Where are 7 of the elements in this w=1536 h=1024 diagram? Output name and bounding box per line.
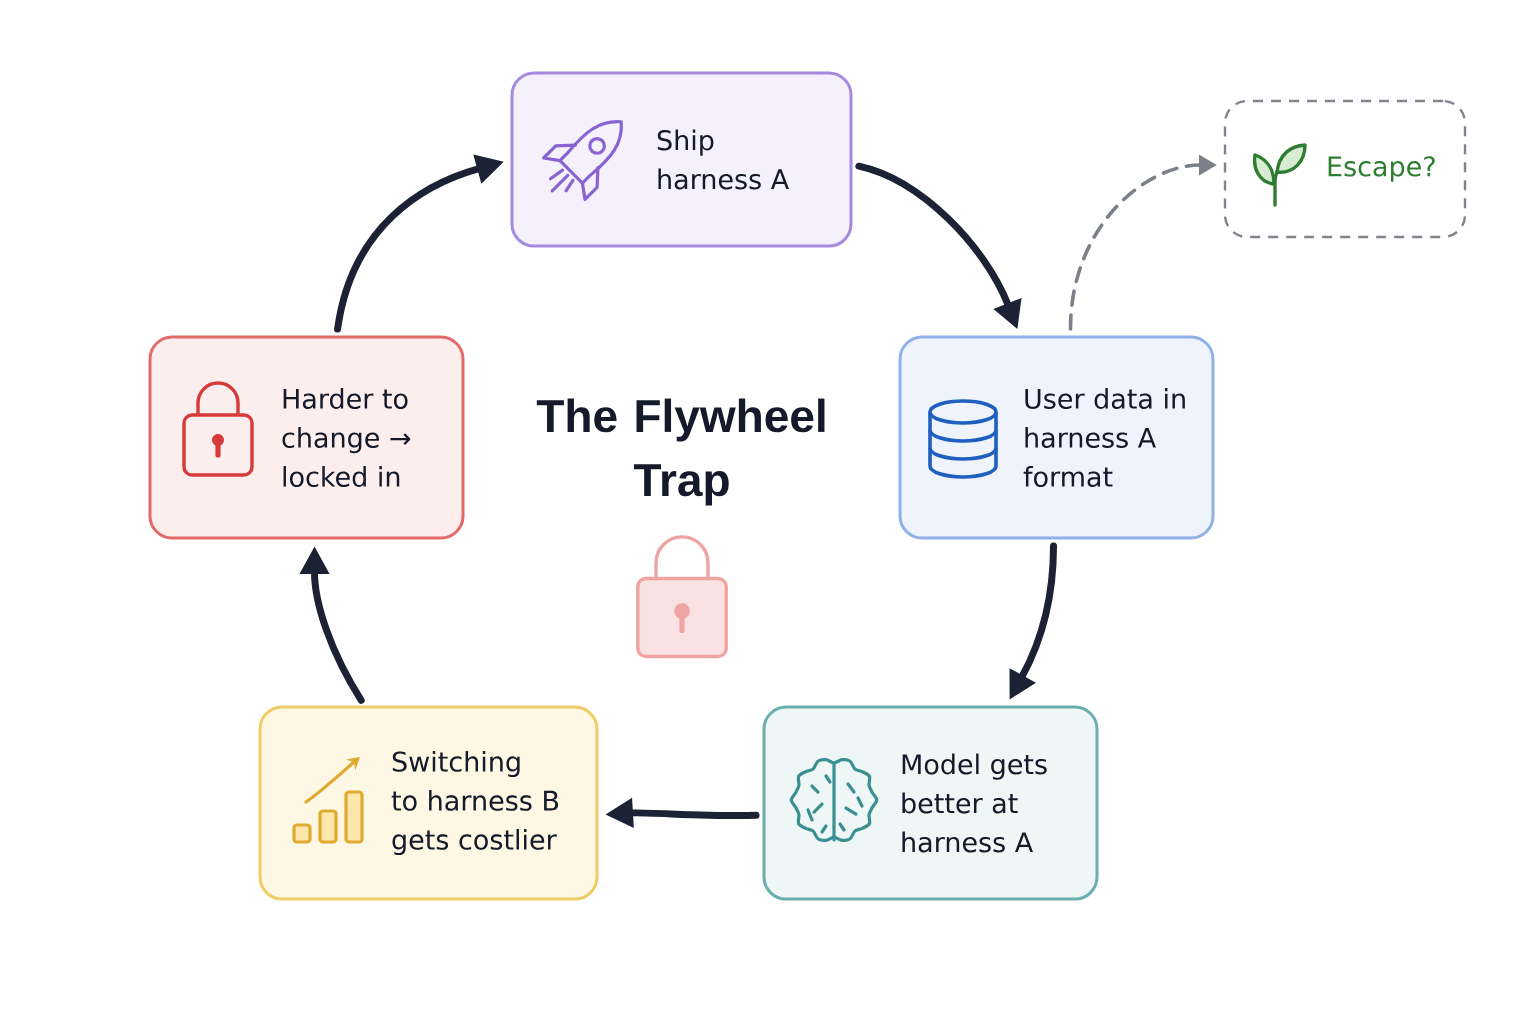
title: The Flywheel Trap xyxy=(536,398,825,506)
stage-box: Escape? xyxy=(1223,99,1467,239)
stage-box: User data in harness A format xyxy=(898,335,1215,540)
stage-box: Switching to harness B gets costlier xyxy=(258,705,599,901)
stage-box: Ship harness A xyxy=(510,71,853,248)
stage-box: Model gets better at harness A xyxy=(762,705,1099,901)
stage-box: Harder to change → locked in xyxy=(148,335,465,540)
